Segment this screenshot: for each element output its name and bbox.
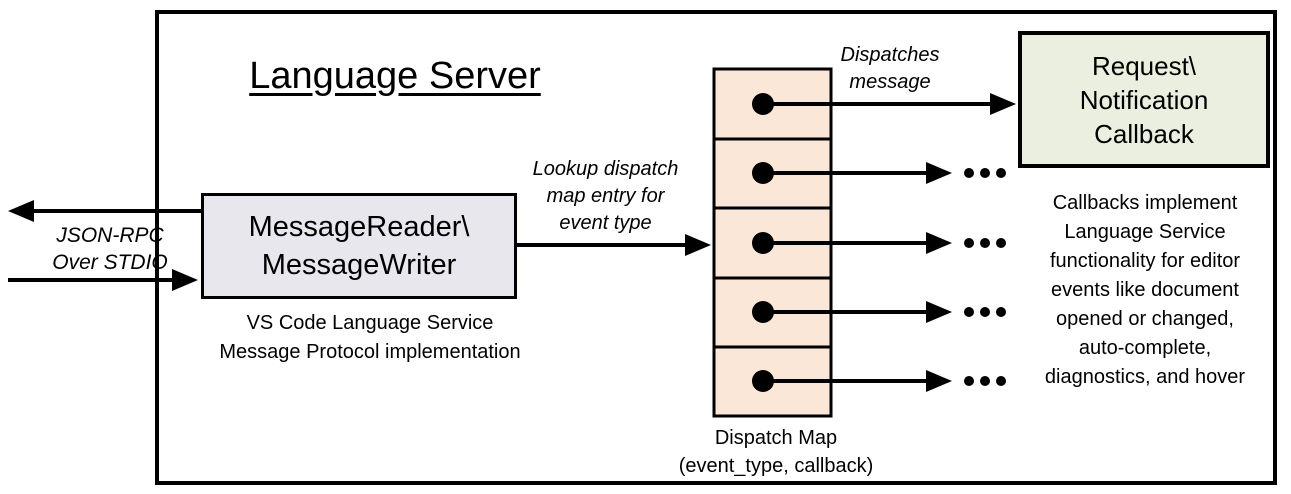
message-box-caption: VS Code Language Service Message Protoco… xyxy=(219,312,521,363)
callback-caption: Callbacks implement Language Service fun… xyxy=(1044,192,1246,388)
arrowhead-left-icon xyxy=(8,200,34,222)
request-notification-callback-box: Request\ Notification Callback xyxy=(1018,31,1270,168)
diagram-title: Language Server xyxy=(249,55,541,97)
lookup-dispatch-label: Lookup dispatch map entry for event type xyxy=(532,158,679,234)
dispatches-message-label: Dispatches message xyxy=(840,44,940,93)
dispatch-map-caption: Dispatch Map (event_type, callback) xyxy=(678,427,874,477)
json-rpc-stdio-label: JSON-RPC Over STDIO xyxy=(52,224,168,274)
message-reader-writer-box: MessageReader\ MessageWriter xyxy=(201,193,517,299)
